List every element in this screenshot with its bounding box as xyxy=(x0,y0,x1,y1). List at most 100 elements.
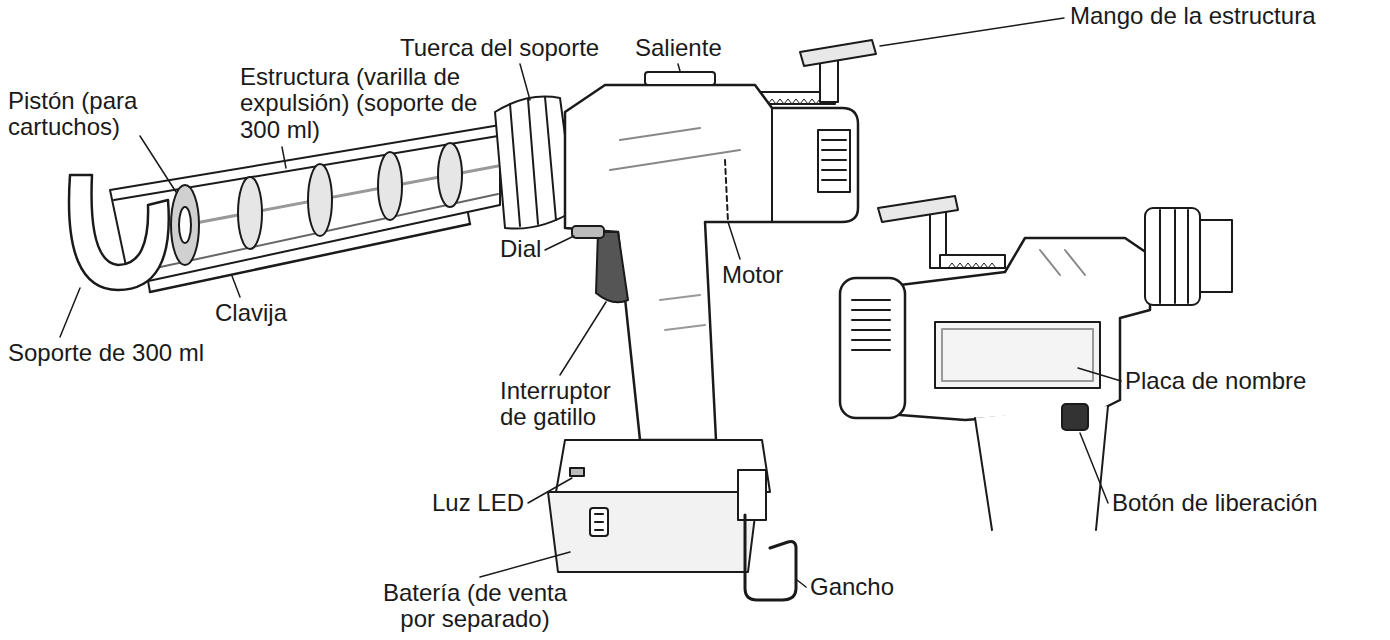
front-holder xyxy=(69,175,169,290)
barrel-frame xyxy=(438,143,462,207)
tool-body xyxy=(840,278,905,418)
part-label: Botón de liberación xyxy=(1112,490,1317,516)
vent-grille xyxy=(822,139,846,141)
leader-line xyxy=(1078,368,1121,381)
part-label: Gancho xyxy=(810,574,894,600)
release-button xyxy=(1062,404,1088,430)
tool-body xyxy=(1040,250,1060,275)
part-label: Interruptor de gatillo xyxy=(500,378,620,431)
tool-body xyxy=(620,128,700,140)
battery-pack xyxy=(570,468,584,476)
grip xyxy=(1096,406,1108,530)
grip xyxy=(975,418,992,530)
part-label: Placa de nombre xyxy=(1125,368,1306,394)
part-label: Tuerca del soporte xyxy=(400,35,599,61)
name-plate xyxy=(935,322,1100,388)
trigger xyxy=(596,232,628,302)
tool-body xyxy=(840,238,1150,420)
piston xyxy=(171,185,199,265)
vent-grille xyxy=(852,319,890,321)
vent-grille xyxy=(852,300,890,350)
tool-body xyxy=(725,160,728,222)
battery-pack xyxy=(595,529,603,531)
barrel-frame xyxy=(238,177,262,249)
vent-grille xyxy=(852,329,890,331)
caulking-gun-illustration xyxy=(60,18,1232,600)
leader-line xyxy=(797,580,806,587)
barrel-frame xyxy=(308,164,332,236)
frame-handle xyxy=(820,58,838,102)
trigger xyxy=(596,232,628,302)
part-label: Mango de la estructura xyxy=(1070,3,1315,29)
dial-wheel xyxy=(572,226,604,238)
battery-pack xyxy=(595,513,603,515)
frame-handle xyxy=(800,40,876,66)
frame-handle xyxy=(948,263,996,268)
tool-body xyxy=(900,238,1150,420)
part-label: Saliente xyxy=(635,35,722,61)
leader-line xyxy=(880,18,1064,46)
name-plate xyxy=(935,322,1100,388)
leader-line xyxy=(560,302,606,375)
tool-body xyxy=(610,150,740,170)
leader-line xyxy=(480,552,570,577)
part-label: Soporte de 300 ml xyxy=(8,340,204,366)
vent-grille xyxy=(852,339,890,341)
tool-body xyxy=(645,72,715,85)
leader-line xyxy=(678,64,680,71)
leader-line xyxy=(140,136,176,192)
holder-nut xyxy=(545,97,556,220)
release-button xyxy=(1062,404,1088,430)
belt-hook xyxy=(738,470,766,520)
tool-body xyxy=(665,325,705,330)
vent-grille xyxy=(822,149,846,151)
rod-pin xyxy=(148,281,150,292)
part-label: Clavija xyxy=(215,300,287,326)
holder-nut xyxy=(1200,220,1232,292)
vent-grille xyxy=(822,159,846,161)
part-label: Dial xyxy=(500,236,541,262)
piston xyxy=(179,207,191,243)
vent-grille xyxy=(818,130,850,192)
holder-nut xyxy=(1159,210,1161,303)
vent-grille xyxy=(818,130,850,192)
holder-nut xyxy=(495,97,575,229)
holder-nut xyxy=(495,97,575,229)
part-label: Batería (de venta por separado) xyxy=(375,580,575,633)
holder-nut xyxy=(1145,208,1232,305)
vent-grille xyxy=(822,169,846,171)
holder-nut xyxy=(1187,210,1189,303)
leader-line xyxy=(60,18,1121,587)
name-plate xyxy=(942,329,1093,381)
part-label: Motor xyxy=(722,262,783,288)
vent-grille xyxy=(852,299,890,301)
leader-line xyxy=(282,147,286,168)
holder-nut xyxy=(1145,208,1200,305)
piston xyxy=(171,185,199,265)
part-label: Luz LED xyxy=(432,490,524,516)
holder-nut xyxy=(510,104,520,226)
leader-line xyxy=(528,478,572,503)
dial-wheel xyxy=(572,226,604,238)
frame-handle xyxy=(878,196,958,222)
leader-line xyxy=(520,64,530,100)
vent-grille xyxy=(852,309,890,311)
part-label: Estructura (varilla de expulsión) (sopor… xyxy=(240,64,485,143)
tool-body xyxy=(1065,250,1085,275)
battery-pack xyxy=(590,508,608,536)
battery-pack xyxy=(548,492,758,572)
vent-grille xyxy=(822,179,846,181)
vent-grille xyxy=(852,349,890,351)
leader-line xyxy=(728,222,740,259)
leader-line xyxy=(60,288,80,337)
frame-handle xyxy=(940,255,1005,268)
rod-pin xyxy=(468,213,470,224)
leader-line xyxy=(1080,433,1108,503)
tool-body xyxy=(771,108,773,222)
belt-hook xyxy=(738,470,796,600)
frame-handle xyxy=(878,196,1005,268)
tool-body xyxy=(660,295,700,300)
holder-nut xyxy=(528,99,538,224)
